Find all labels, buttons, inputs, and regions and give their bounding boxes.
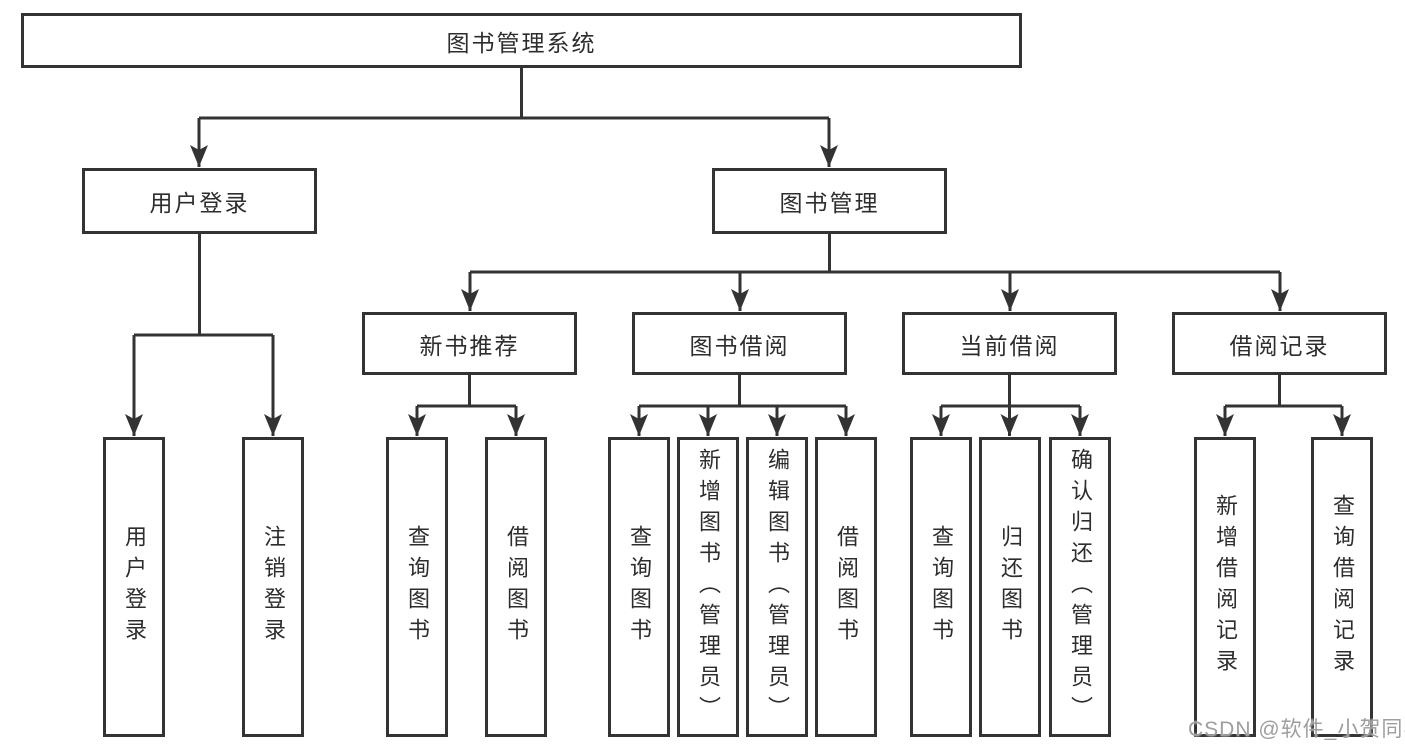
leaf-recommend-query-books-label: 查询图书 — [405, 525, 430, 649]
leaf-recommend-borrow-books-label: 借阅图书 — [504, 525, 529, 649]
leaf-borrow-borrow-books-label: 借阅图书 — [834, 525, 859, 649]
node-borrow-record: 借阅记录 — [1172, 312, 1387, 375]
watermark: CSDN @软件_小贺同学 — [1188, 718, 1405, 741]
leaf-record-add-borrow-record: 新增借阅记录 — [1194, 437, 1256, 737]
leaf-borrow-add-books-admin-label: 新增图书（管理员） — [696, 447, 721, 727]
leaf-logout-label: 注销登录 — [261, 525, 286, 649]
leaf-user-login-label: 用户登录 — [122, 525, 147, 649]
leaf-current-confirm-return-admin-label: 确认归还（管理员） — [1068, 447, 1093, 727]
node-current-borrow-label: 当前借阅 — [959, 332, 1060, 359]
node-book-management: 图书管理 — [712, 168, 947, 234]
connector-trunk-lines — [134, 68, 1342, 408]
node-root: 图书管理系统 — [21, 13, 1022, 68]
leaf-borrow-borrow-books: 借阅图书 — [815, 437, 877, 737]
leaf-borrow-query-books-label: 查询图书 — [627, 525, 652, 649]
node-book-management-label: 图书管理 — [779, 190, 880, 216]
node-root-label: 图书管理系统 — [446, 29, 597, 56]
node-user-login-label: 用户登录 — [149, 190, 250, 216]
leaf-recommend-query-books: 查询图书 — [386, 437, 448, 737]
leaf-borrow-add-books-admin: 新增图书（管理员） — [677, 437, 739, 737]
node-new-book-recommend: 新书推荐 — [362, 312, 577, 375]
leaf-borrow-edit-books-admin: 编辑图书（管理员） — [746, 437, 808, 737]
leaf-borrow-query-books: 查询图书 — [608, 437, 670, 737]
leaf-record-query-borrow-record: 查询借阅记录 — [1311, 437, 1373, 737]
leaf-recommend-borrow-books: 借阅图书 — [485, 437, 547, 737]
leaf-borrow-edit-books-admin-label: 编辑图书（管理员） — [765, 447, 790, 727]
node-borrow-record-label: 借阅记录 — [1229, 332, 1330, 359]
node-new-book-recommend-label: 新书推荐 — [419, 332, 520, 359]
leaf-current-return-books: 归还图书 — [979, 437, 1041, 737]
leaf-user-login: 用户登录 — [103, 437, 165, 737]
leaf-current-query-books-label: 查询图书 — [929, 525, 954, 649]
leaf-logout: 注销登录 — [242, 437, 304, 737]
node-book-borrow-label: 图书借阅 — [689, 332, 790, 359]
leaf-record-add-borrow-record-label: 新增借阅记录 — [1213, 494, 1238, 680]
leaf-current-return-books-label: 归还图书 — [998, 525, 1023, 649]
leaf-current-confirm-return-admin: 确认归还（管理员） — [1049, 437, 1111, 737]
node-book-borrow: 图书借阅 — [632, 312, 847, 375]
node-current-borrow: 当前借阅 — [902, 312, 1117, 375]
leaf-current-query-books: 查询图书 — [910, 437, 972, 737]
node-user-login: 用户登录 — [82, 168, 317, 234]
leaf-record-query-borrow-record-label: 查询借阅记录 — [1330, 494, 1355, 680]
